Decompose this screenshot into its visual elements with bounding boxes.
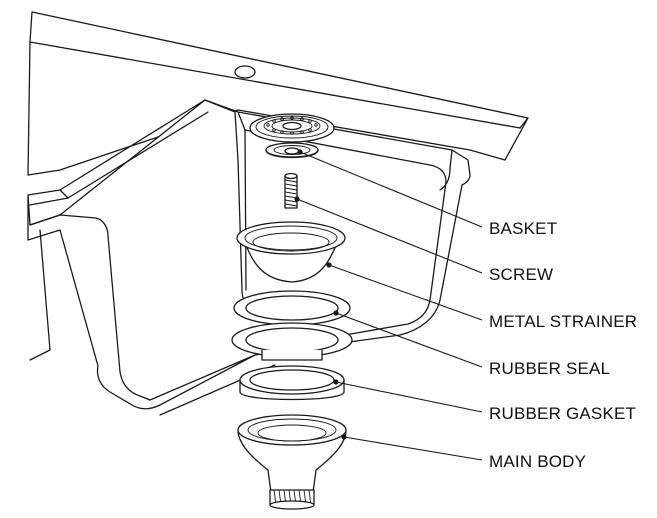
label-basket: BASKET <box>489 219 557 238</box>
rubber-seal <box>233 290 351 326</box>
main-body <box>237 414 347 510</box>
labels: BASKET SCREW METAL STRAINER RUBBER SEAL … <box>489 219 637 471</box>
sink-bowl-rim <box>27 99 471 410</box>
screw <box>284 172 298 209</box>
label-metal-strainer: METAL STRAINER <box>489 312 637 331</box>
faucet-hole <box>234 65 256 79</box>
label-rubber-seal: RUBBER SEAL <box>489 359 610 378</box>
rubber-gasket <box>239 365 345 401</box>
label-main-body: MAIN BODY <box>489 452 586 471</box>
sink-drain-opening <box>231 322 353 361</box>
leader-lines <box>294 149 483 461</box>
label-screw: SCREW <box>489 265 553 284</box>
metal-strainer <box>236 221 346 283</box>
sink-deck <box>27 11 529 176</box>
sink <box>27 11 529 416</box>
label-rubber-gasket: RUBBER GASKET <box>489 404 636 423</box>
